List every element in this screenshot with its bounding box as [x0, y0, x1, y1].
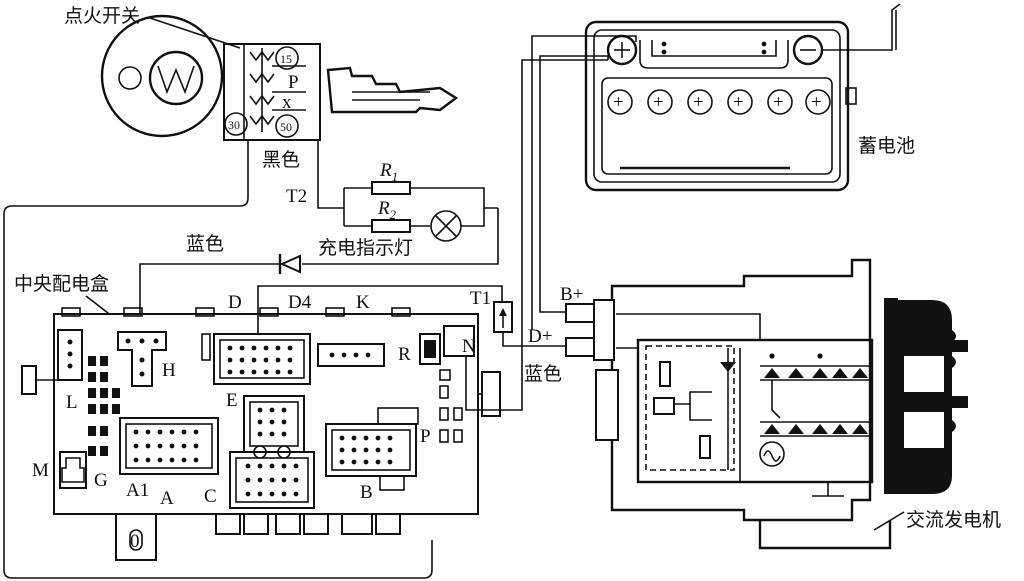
terminal-p-label: P	[288, 72, 299, 93]
svg-text:+: +	[733, 92, 744, 113]
r2-label: R2	[377, 198, 397, 222]
stator-icon	[759, 441, 785, 467]
label-g: G	[94, 470, 108, 491]
t2-label: T2	[286, 186, 307, 207]
label-m: M	[32, 460, 49, 481]
svg-text:+: +	[811, 92, 822, 113]
label-a1: A1	[126, 480, 149, 501]
label-b: B	[360, 482, 373, 503]
svg-text:+: +	[613, 92, 624, 113]
blue-wire-right-label: 蓝色	[524, 363, 562, 385]
central-box-label: 中央配电盒	[14, 273, 109, 295]
rectifier-diodes	[760, 353, 870, 437]
label-p: P	[420, 426, 431, 447]
zero-mark: 0	[130, 531, 140, 552]
b-plus-label: B+	[560, 284, 583, 305]
ignition-switch-body	[223, 43, 321, 141]
label-d4: D4	[288, 292, 312, 313]
black-wire-label: 黑色	[262, 149, 300, 171]
label-h: H	[162, 360, 176, 381]
terminal-x-label: x	[282, 92, 292, 113]
battery-label: 蓄电池	[858, 135, 915, 157]
alternator-label: 交流发电机	[906, 509, 1001, 531]
battery	[584, 20, 857, 192]
r1-label: R1	[379, 160, 398, 184]
charge-lamp-label: 充电指示灯	[318, 237, 413, 259]
label-e: E	[226, 390, 238, 411]
ignition-key	[100, 14, 459, 138]
central-distribution-box	[21, 307, 501, 561]
terminal-15-label: 15	[280, 52, 292, 66]
label-a: A	[160, 488, 174, 509]
battery-cells: + + + + + +	[607, 89, 831, 115]
alternator	[565, 258, 968, 550]
terminal-30-label: 30	[228, 118, 240, 132]
label-n: N	[462, 336, 476, 357]
ignition-switch-label: 点火开关	[64, 5, 140, 27]
label-r: R	[398, 344, 411, 365]
svg-text:+: +	[653, 92, 664, 113]
d-plus-label: D+	[528, 326, 552, 347]
label-t1: T1	[470, 288, 491, 309]
blue-wire-top-label: 蓝色	[186, 233, 224, 255]
terminal-50-label: 50	[280, 120, 292, 134]
label-d: D	[228, 292, 242, 313]
svg-text:+: +	[773, 92, 784, 113]
label-c: C	[204, 486, 217, 507]
label-l: L	[66, 392, 78, 413]
resistor-network	[302, 181, 499, 265]
label-k: K	[356, 292, 370, 313]
svg-text:+: +	[693, 92, 704, 113]
